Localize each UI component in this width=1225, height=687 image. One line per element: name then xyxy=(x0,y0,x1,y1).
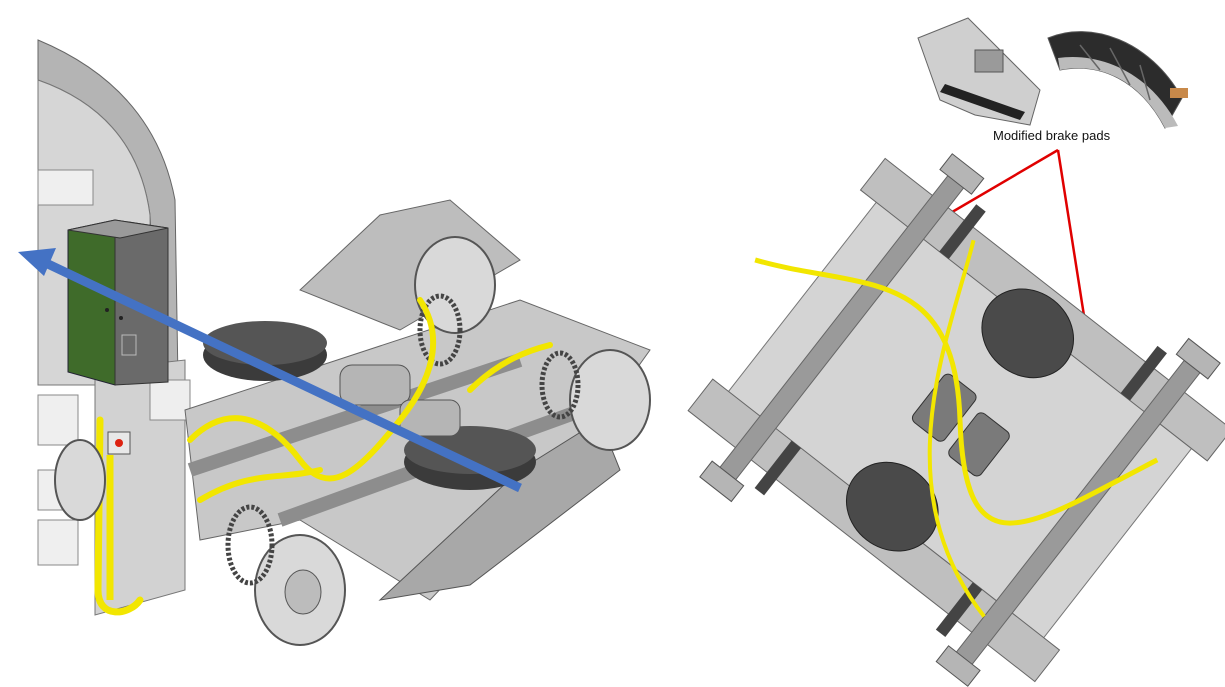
underframe-bracket xyxy=(37,394,79,446)
cabinet-lock xyxy=(119,316,123,320)
wheel xyxy=(1175,337,1221,380)
cable xyxy=(187,297,437,482)
brake-pad-image xyxy=(1047,31,1188,130)
switch-button xyxy=(115,439,123,447)
brake-disc xyxy=(225,504,275,586)
cable xyxy=(467,342,553,393)
brake-disc xyxy=(754,440,802,496)
wheel xyxy=(569,349,651,451)
wheel-hub xyxy=(284,569,322,615)
bogie-top-assembly xyxy=(687,153,1225,687)
brake-disc xyxy=(939,204,986,259)
cable xyxy=(754,257,1159,526)
bogie-top-view xyxy=(660,0,1225,687)
air-spring xyxy=(845,461,939,552)
bogie-top-drawing xyxy=(687,17,1225,687)
wheel xyxy=(699,460,745,503)
traction-motor xyxy=(339,364,411,406)
bogie-isometric-drawing xyxy=(18,39,651,646)
mounting-block xyxy=(149,379,191,421)
cabinet-vent xyxy=(121,334,137,356)
brake-disc xyxy=(1120,345,1167,401)
direction-arrowhead xyxy=(18,248,56,276)
air-spring xyxy=(981,288,1075,379)
brake-disc xyxy=(417,293,463,367)
axle xyxy=(187,353,523,477)
underframe-bracket xyxy=(37,519,79,566)
wheel xyxy=(935,645,981,687)
wheel xyxy=(939,153,985,195)
underframe-bracket xyxy=(37,169,94,206)
wheel xyxy=(54,439,106,521)
brake-pads-label: Modified brake pads xyxy=(993,128,1111,143)
cable xyxy=(927,239,986,618)
bogie-isometric-view xyxy=(18,39,651,646)
electrical-cabinet-top xyxy=(67,219,169,239)
brake-disc xyxy=(539,350,581,420)
cable xyxy=(197,467,323,503)
bogie-side-beam xyxy=(299,199,521,331)
brake-pad-image xyxy=(917,17,1041,126)
electrical-cabinet xyxy=(67,219,116,386)
cabinet-lock xyxy=(105,308,109,312)
wheel xyxy=(414,236,496,334)
cable-conduit xyxy=(94,416,144,616)
air-spring-top xyxy=(404,426,536,474)
direction-arrow-shaft xyxy=(46,259,522,493)
